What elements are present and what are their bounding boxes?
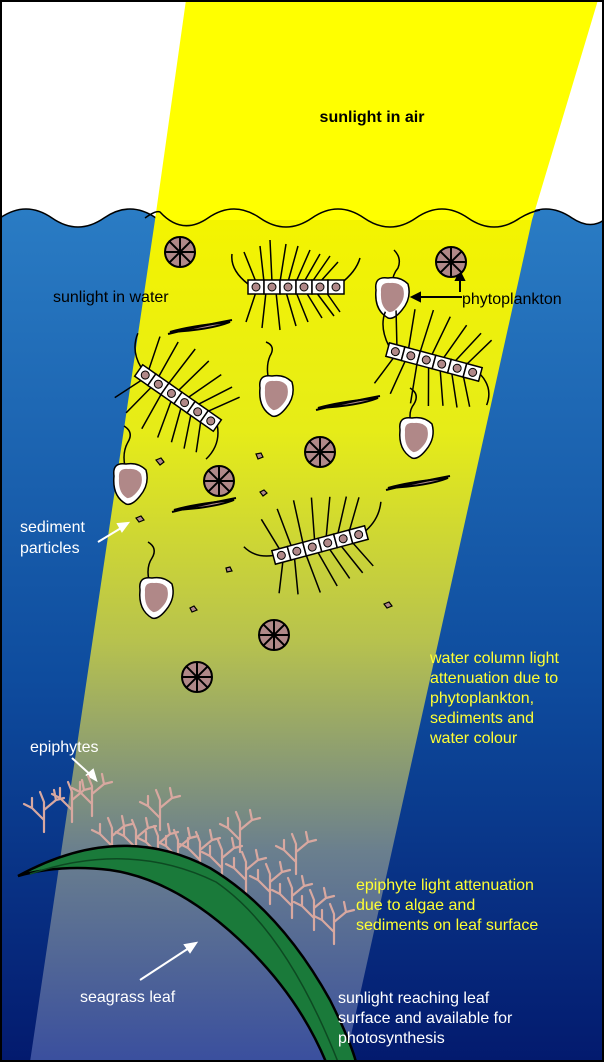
- phytoplankton-label: phytoplankton: [462, 291, 562, 308]
- phytoplankton-diatom-6: [182, 662, 212, 692]
- epiphytes-label: epiphytes: [30, 739, 99, 756]
- sunlight-in-air-label: sunlight in air: [320, 109, 425, 126]
- seagrass-leaf-label: seagrass leaf: [80, 989, 176, 1006]
- phytoplankton-diatom-1: [165, 237, 195, 267]
- phytoplankton-diatom-3: [305, 437, 335, 467]
- sunlight-in-water-label: sunlight in water: [53, 289, 169, 306]
- phytoplankton-diatom-4: [204, 466, 234, 496]
- phytoplankton-diatom-2: [436, 247, 466, 277]
- phytoplankton-diatom-5: [259, 620, 289, 650]
